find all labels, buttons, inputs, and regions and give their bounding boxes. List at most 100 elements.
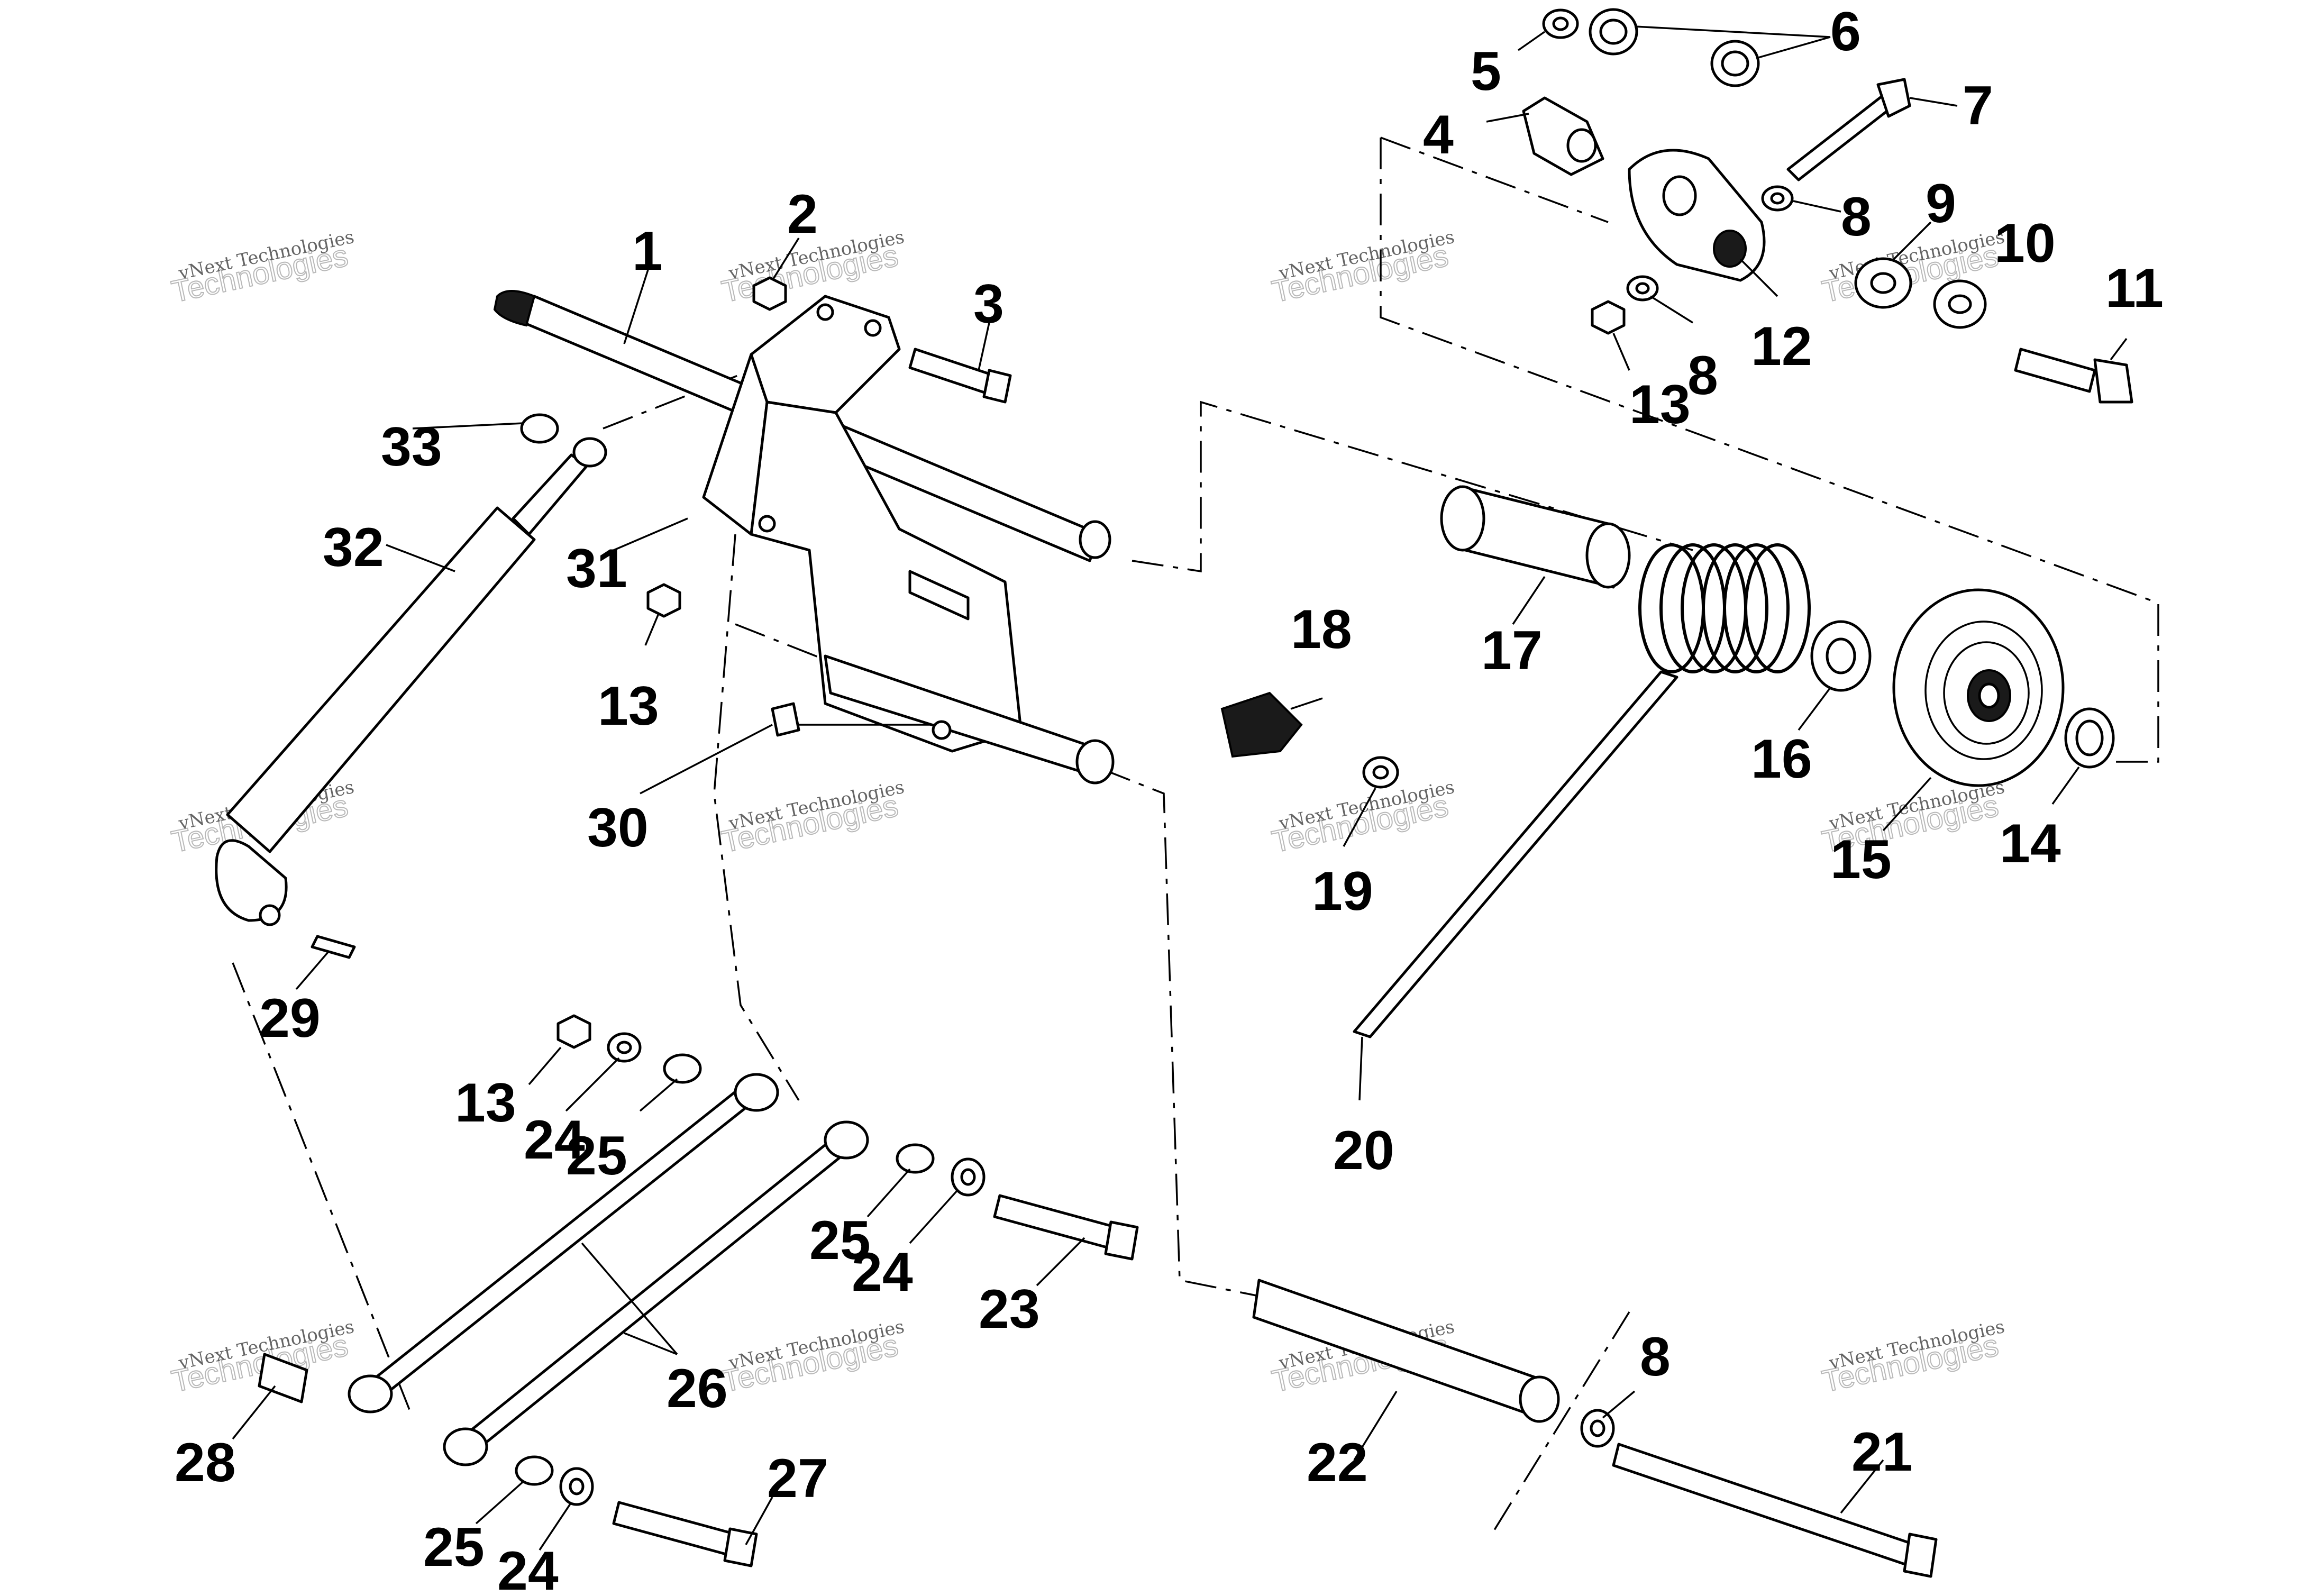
washer-hole: [1372, 765, 1389, 780]
callout-33: 33: [381, 416, 442, 478]
link-rod-eye: [443, 1427, 488, 1466]
callout-16: 16: [1751, 728, 1812, 790]
callout-2: 2: [787, 184, 818, 245]
leader-line: [639, 1078, 678, 1112]
link-rod-eye: [824, 1120, 869, 1160]
callout-8: 8: [1640, 1326, 1671, 1388]
spacer-tube-end: [1585, 522, 1631, 589]
callout-21: 21: [1851, 1421, 1913, 1483]
leader-line: [909, 1189, 959, 1244]
leader-line: [1353, 1391, 1398, 1461]
leader-line: [624, 1332, 678, 1355]
washer-hole: [1826, 637, 1856, 674]
callout-13: 13: [455, 1072, 516, 1134]
callout-8: 8: [1687, 345, 1718, 406]
callout-19: 19: [1312, 861, 1373, 922]
dash-line: [1380, 136, 1609, 223]
callout-31: 31: [566, 538, 627, 599]
callout-25: 25: [423, 1517, 485, 1578]
leader-line: [623, 269, 649, 344]
leader-line: [1517, 31, 1546, 51]
spacer-tube-near: [1440, 485, 1485, 552]
leader-line: [1343, 788, 1376, 847]
leader-line: [1756, 36, 1831, 59]
bushing-hole: [1721, 50, 1749, 77]
leader-line: [745, 1497, 773, 1545]
leader-line: [1909, 97, 1958, 107]
callout-27: 27: [767, 1448, 828, 1509]
shock-absorber: [215, 437, 607, 926]
leader-line: [640, 724, 773, 795]
callout-1: 1: [632, 221, 663, 282]
callout-7: 7: [1963, 75, 1993, 136]
callout-6: 6: [1830, 1, 1861, 62]
flanged-bushing-hole: [1566, 128, 1597, 163]
idler-and-spring: [1220, 485, 2115, 1038]
leader-line: [1739, 258, 1778, 297]
leader-line: [613, 517, 688, 551]
link-rod-eye: [734, 1073, 779, 1112]
callout-26: 26: [667, 1358, 728, 1419]
idler-wheel-bore: [1978, 682, 2000, 709]
leader-line: [1893, 221, 1932, 260]
dash-line: [1491, 1311, 1630, 1535]
bushing: [896, 1143, 935, 1174]
idler-wheel-rim: [1924, 621, 2043, 760]
bushing: [663, 1053, 702, 1084]
shaft-end-right: [1079, 520, 1111, 559]
callout-10: 10: [1994, 213, 2056, 274]
washer-hole: [1770, 192, 1785, 205]
arm-bolt-hole: [932, 720, 952, 740]
bushing: [515, 1455, 554, 1486]
pivot-block: [1628, 149, 1766, 282]
leader-line: [2051, 766, 2080, 805]
callout-labels: 1 2 3 4 5 6 7 8 9 10 11 12 8 13 33 32 31…: [175, 1, 2164, 1596]
shaft-spline-left: [493, 290, 536, 327]
idler-wheel-rim: [1943, 641, 2030, 745]
callout-5: 5: [1471, 41, 1501, 102]
callout-22: 22: [1307, 1432, 1368, 1493]
shock-top-eye: [572, 437, 607, 468]
hex-nut: [1591, 300, 1626, 335]
leader-line: [1036, 1237, 1085, 1287]
callout-24: 24: [852, 1242, 913, 1303]
callout-13: 13: [1629, 374, 1691, 435]
leader-line: [1634, 25, 1831, 38]
washer-hole: [1948, 294, 1972, 314]
leader-line: [412, 422, 524, 430]
leader-line: [1798, 687, 1831, 731]
torsion-spring: [1353, 543, 1811, 1038]
washer-hole: [960, 1168, 976, 1186]
leader-line: [475, 1480, 525, 1525]
bolt-head: [982, 369, 1012, 404]
watermark: Technologies vNext Technologies: [1819, 1316, 2006, 1400]
callout-32: 32: [323, 517, 384, 578]
callout-14: 14: [2000, 813, 2061, 874]
washer-hole: [1552, 16, 1569, 31]
callout-3: 3: [973, 273, 1004, 335]
pivot-block-assembly: [1522, 8, 2133, 404]
axle-tube-end: [1519, 1375, 1560, 1423]
hex-nut: [752, 276, 787, 311]
leader-line: [1882, 777, 1932, 832]
leader-line: [1650, 295, 1693, 324]
upper-left-hardware: [520, 276, 1012, 737]
dash-line: [713, 534, 800, 1101]
callout-29: 29: [259, 988, 321, 1049]
leader-line: [1793, 200, 1841, 213]
callout-24: 24: [497, 1540, 559, 1596]
leader-line: [386, 544, 455, 572]
hex-nut: [556, 1014, 591, 1049]
leader-line: [528, 1046, 562, 1086]
leader-line: [1602, 1390, 1636, 1419]
dash-line: [1380, 138, 2159, 763]
leader-line: [232, 1385, 276, 1440]
bolt-head: [1876, 78, 1911, 118]
watermark: Technologies vNext Technologies: [1269, 777, 1456, 860]
link-rod-eye: [348, 1374, 393, 1413]
shock-body: [226, 506, 536, 853]
spring-retainer-block: [1220, 691, 1303, 758]
leader-line: [1612, 333, 1630, 371]
watermark: Technologies vNext Technologies: [168, 226, 356, 310]
